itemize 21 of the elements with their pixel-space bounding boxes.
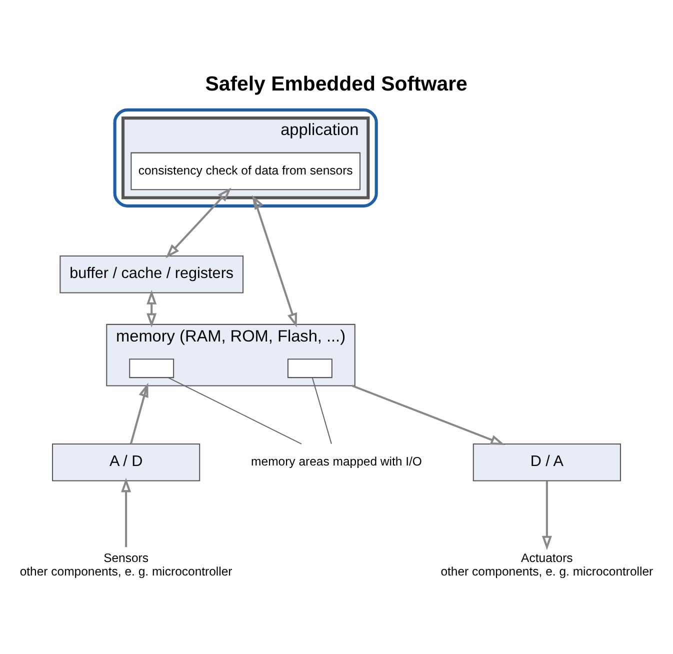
node-text: memory areas mapped with I/O bbox=[251, 454, 422, 468]
diagram-title: Safely Embedded Software bbox=[205, 72, 468, 95]
connector bbox=[168, 376, 302, 444]
arrow bbox=[352, 384, 505, 445]
arrow bbox=[542, 480, 552, 550]
node-text: Sensors other components, e. g. microcontroller bbox=[20, 550, 232, 578]
cluster bbox=[113, 108, 378, 207]
node-box bbox=[287, 358, 332, 378]
arrow bbox=[130, 382, 148, 444]
arrow bbox=[166, 187, 232, 258]
node-box: A / D bbox=[52, 442, 200, 481]
node-text: Actuators other components, e. g. microcontroller bbox=[440, 550, 654, 578]
arrow bbox=[252, 194, 298, 327]
arrow bbox=[121, 477, 132, 547]
connector bbox=[312, 377, 332, 444]
node-box: D / A bbox=[472, 442, 621, 481]
node-box bbox=[129, 358, 174, 378]
arrow bbox=[146, 290, 157, 328]
node-box: consistency check of data from sensors bbox=[130, 152, 360, 190]
node-box: buffer / cache / registers bbox=[60, 254, 244, 293]
cluster: memory (RAM, ROM, Flash, ...) bbox=[106, 323, 356, 386]
